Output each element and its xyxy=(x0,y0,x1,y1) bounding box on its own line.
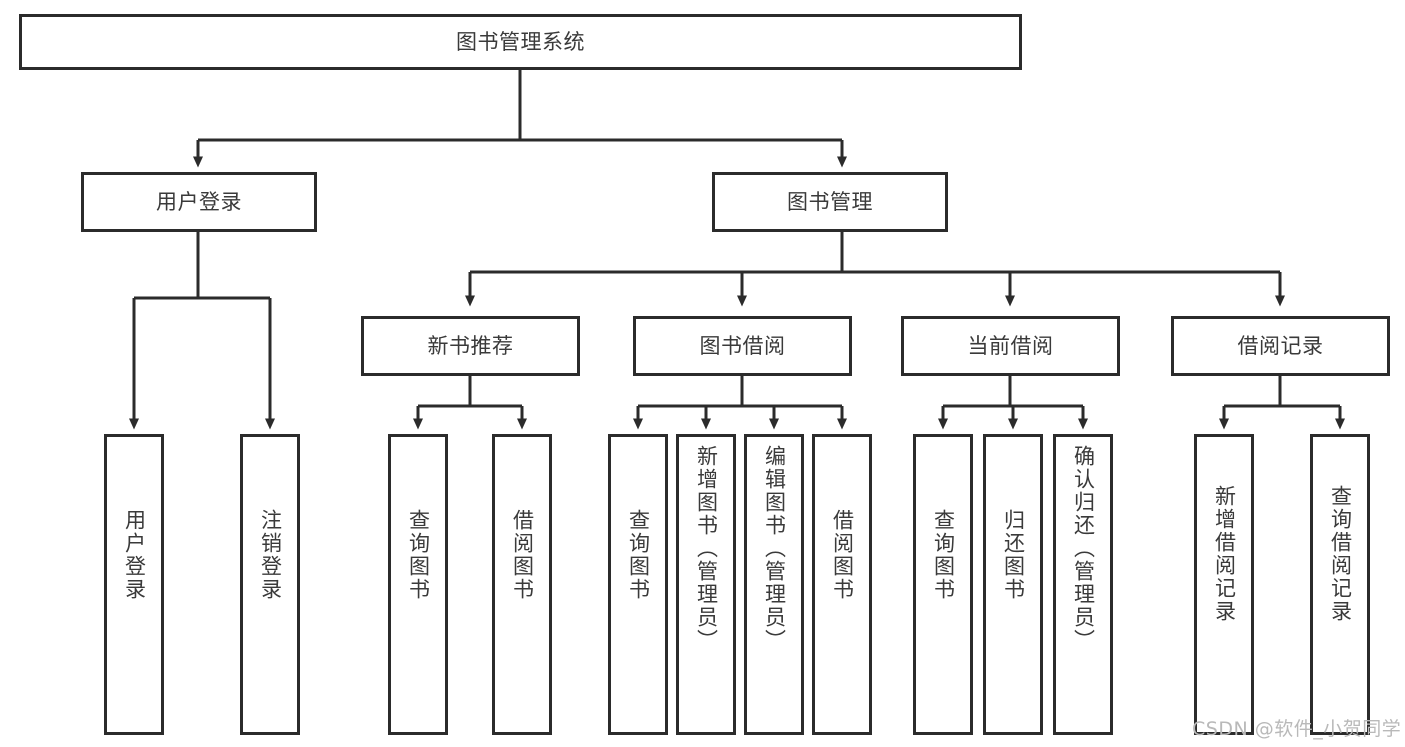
node-label: 用户登录 xyxy=(156,189,242,214)
node-user-login[interactable]: 用户登录 xyxy=(81,172,317,232)
node-borrow-records[interactable]: 借阅记录 xyxy=(1171,316,1390,376)
node-current-borrow[interactable]: 当前借阅 xyxy=(901,316,1120,376)
leaf-query-book-recommend[interactable]: 查询图书 xyxy=(388,434,448,735)
node-label: 图书管理系统 xyxy=(456,29,585,54)
node-label: 当前借阅 xyxy=(967,333,1054,358)
leaf-borrow-book-recommend[interactable]: 借阅图书 xyxy=(492,434,552,735)
leaf-add-book-admin[interactable]: 新增图书（管理员） xyxy=(676,434,736,735)
node-label: 编辑图书（管理员） xyxy=(762,445,787,652)
node-new-book-recommend[interactable]: 新书推荐 xyxy=(361,316,580,376)
node-label: 新增借阅记录 xyxy=(1212,485,1237,623)
node-label: 确认归还（管理员） xyxy=(1071,445,1096,652)
node-root-system[interactable]: 图书管理系统 xyxy=(19,14,1022,70)
leaf-logout[interactable]: 注销登录 xyxy=(240,434,300,735)
node-label: 注销登录 xyxy=(258,509,283,601)
leaf-user-login[interactable]: 用户登录 xyxy=(104,434,164,735)
node-label: 新书推荐 xyxy=(427,333,514,358)
node-label: 查询借阅记录 xyxy=(1328,485,1353,623)
leaf-query-borrow-record[interactable]: 查询借阅记录 xyxy=(1310,434,1370,735)
node-label: 查询图书 xyxy=(406,509,431,601)
node-book-borrow[interactable]: 图书借阅 xyxy=(633,316,852,376)
leaf-borrow-book[interactable]: 借阅图书 xyxy=(812,434,872,735)
node-book-management[interactable]: 图书管理 xyxy=(712,172,948,232)
leaf-query-book-borrow[interactable]: 查询图书 xyxy=(608,434,668,735)
leaf-edit-book-admin[interactable]: 编辑图书（管理员） xyxy=(744,434,804,735)
node-label: 新增图书（管理员） xyxy=(694,445,719,652)
node-label: 借阅图书 xyxy=(510,509,535,601)
node-label: 查询图书 xyxy=(626,509,651,601)
node-label: 归还图书 xyxy=(1001,509,1026,601)
leaf-add-borrow-record[interactable]: 新增借阅记录 xyxy=(1194,434,1254,735)
node-label: 借阅记录 xyxy=(1237,333,1324,358)
leaf-query-book-current[interactable]: 查询图书 xyxy=(913,434,973,735)
node-label: 借阅图书 xyxy=(830,509,855,601)
leaf-confirm-return-admin[interactable]: 确认归还（管理员） xyxy=(1053,434,1113,735)
leaf-return-book[interactable]: 归还图书 xyxy=(983,434,1043,735)
node-label: 用户登录 xyxy=(122,509,147,601)
node-label: 图书管理 xyxy=(787,189,873,214)
node-label: 查询图书 xyxy=(931,509,956,601)
node-label: 图书借阅 xyxy=(699,333,786,358)
